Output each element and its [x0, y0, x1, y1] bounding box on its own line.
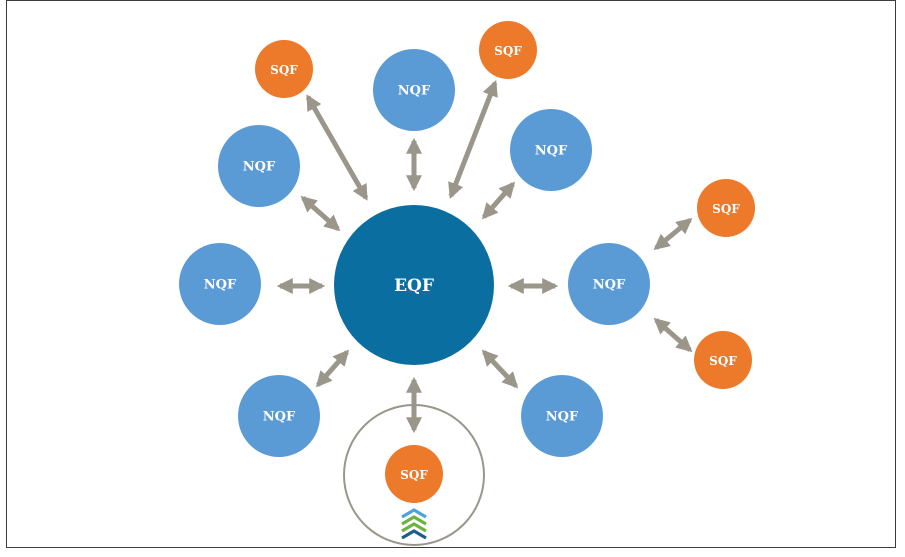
stacked-chevrons-icon: [401, 508, 427, 540]
eqf-label: EQF: [394, 276, 434, 296]
nqf-node-upper-left: NQF: [218, 125, 300, 207]
sqf-node-top-left: SQF: [255, 40, 313, 98]
eqf-node: EQF: [334, 205, 494, 365]
arrow-nqf-sqf-right-bottom: [653, 317, 693, 353]
nqf-node-lower-left: NQF: [238, 375, 320, 457]
nqf-node-lower-right: NQF: [521, 375, 603, 457]
nqf-label: NQF: [243, 160, 276, 175]
sqf-label: SQF: [400, 468, 428, 482]
sqf-label: SQF: [270, 63, 298, 77]
sqf-node-right-top: SQF: [697, 179, 755, 237]
arrow-nqf-sqf-right-top: [653, 217, 693, 251]
arrow-eqf-nqf-lower-left: [315, 349, 350, 388]
sqf-label: SQF: [712, 202, 740, 216]
nqf-label: NQF: [535, 144, 568, 159]
nqf-label: NQF: [546, 410, 579, 425]
diagram-frame: [6, 0, 896, 548]
arrow-eqf-nqf-upper-left: [300, 195, 341, 232]
nqf-label: NQF: [593, 278, 626, 293]
sqf-enclosure-ring: [343, 404, 485, 546]
nqf-node-left: NQF: [179, 243, 261, 325]
sqf-label: SQF: [494, 44, 522, 58]
nqf-label: NQF: [204, 278, 237, 293]
nqf-node-upper-right: NQF: [510, 109, 592, 191]
arrow-eqf-sqf-top-right: [448, 80, 498, 199]
arrow-eqf-nqf-lower-right: [481, 349, 519, 389]
nqf-label: NQF: [398, 84, 431, 99]
sqf-node-right-bottom: SQF: [694, 331, 752, 389]
sqf-node-top-right: SQF: [479, 21, 537, 79]
nqf-node-top: NQF: [373, 49, 455, 131]
sqf-label: SQF: [709, 354, 737, 368]
nqf-label: NQF: [263, 410, 296, 425]
arrow-eqf-sqf-top-left: [305, 94, 369, 201]
sqf-node-bottom: SQF: [385, 445, 443, 503]
arrow-eqf-nqf-upper-right: [481, 181, 516, 220]
nqf-node-right: NQF: [568, 243, 650, 325]
